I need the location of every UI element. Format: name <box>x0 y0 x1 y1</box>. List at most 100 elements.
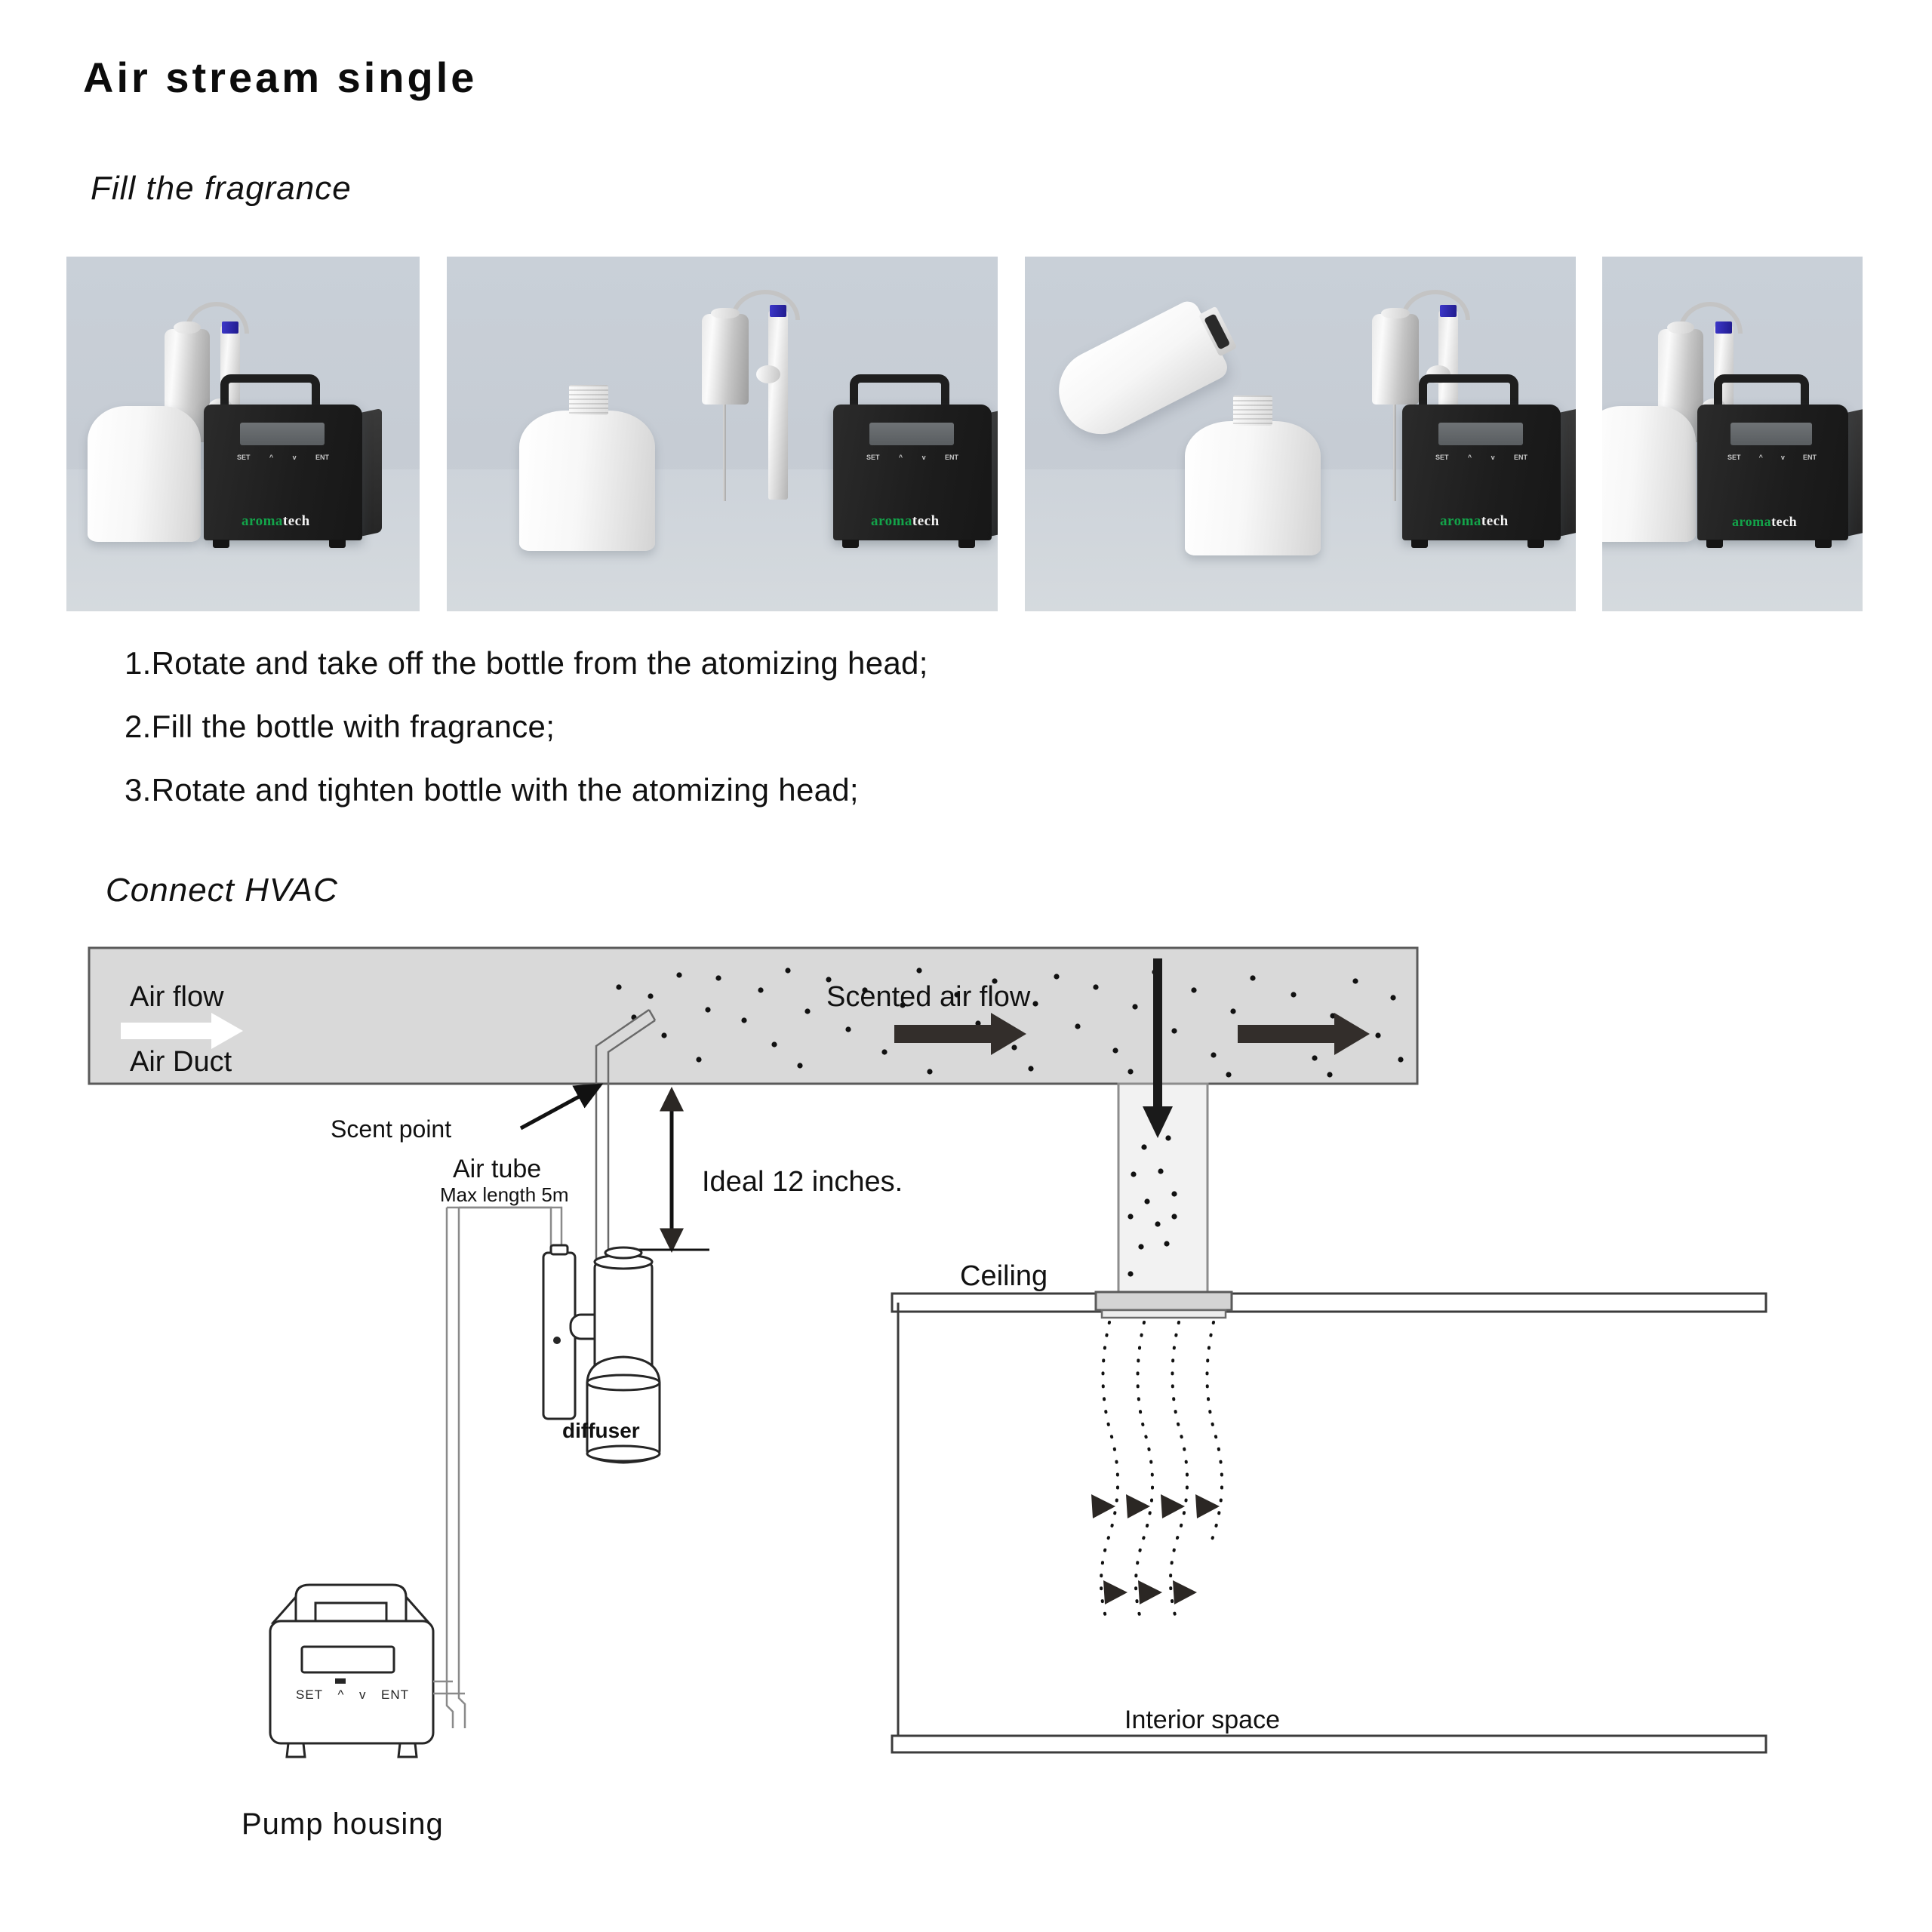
photo-panel-pouring-fragrance: SET ^ v ENT aromatech <box>1025 257 1576 611</box>
pump-tube-connector <box>433 1680 465 1695</box>
ceiling-vent-grille <box>1094 1291 1233 1312</box>
blue-cap-icon <box>1715 321 1732 334</box>
scented-air-arrow-1-icon <box>894 1013 1026 1055</box>
ceiling-slab <box>891 1292 1767 1313</box>
nozzle-down-tube <box>595 1081 610 1262</box>
down-button[interactable]: v <box>1780 454 1785 461</box>
logo-tech: tech <box>282 513 310 529</box>
section-heading-connect-hvac: Connect HVAC <box>106 872 338 909</box>
pump-ent-button[interactable]: ENT <box>381 1687 409 1702</box>
machine-front: SET ^ v ENT aromatech <box>833 405 992 540</box>
blue-cap-icon <box>222 321 238 334</box>
ideal-distance-dimension <box>634 1087 709 1253</box>
down-button[interactable]: v <box>1491 454 1495 461</box>
pump-up-button[interactable]: ^ <box>337 1687 345 1702</box>
label-scent-point: Scent point <box>331 1115 452 1143</box>
head-cap <box>1667 321 1694 334</box>
aromatech-logo: aromatech <box>1440 513 1509 530</box>
atomizing-head <box>696 290 824 516</box>
up-button[interactable]: ^ <box>1467 454 1472 461</box>
pump-set-button[interactable]: SET <box>296 1687 324 1702</box>
set-button[interactable]: SET <box>1727 454 1741 461</box>
up-button[interactable]: ^ <box>1758 454 1763 461</box>
diffuser-machine: SET ^ v ENT aromatech <box>1697 374 1863 548</box>
label-air-tube: Air tube <box>453 1155 542 1183</box>
mist-particles-drop <box>1128 1135 1177 1277</box>
machine-foot-left <box>1706 540 1723 548</box>
lcd-display <box>1438 423 1523 445</box>
label-pump-housing: Pump housing <box>242 1807 444 1841</box>
machine-foot-right <box>1815 540 1832 548</box>
pump-down-button[interactable]: v <box>359 1687 367 1702</box>
ent-button[interactable]: ENT <box>1802 454 1817 461</box>
logo-roma: roma <box>1739 514 1772 529</box>
aromatech-logo: aromatech <box>871 513 940 530</box>
ent-button[interactable]: ENT <box>944 454 958 461</box>
set-button[interactable]: SET <box>1435 454 1449 461</box>
set-button[interactable]: SET <box>237 454 251 461</box>
photo-panel-assembled-diffuser: SET ^ v ENT aromatech <box>66 257 420 611</box>
aromatech-logo: aromatech <box>1732 514 1797 530</box>
logo-a-mark: a <box>1440 513 1447 529</box>
up-button[interactable]: ^ <box>269 454 274 461</box>
diffuser-machine: SET ^ v ENT aromatech <box>833 374 998 548</box>
machine-foot-left <box>213 540 229 548</box>
machine-front: SET ^ v ENT aromatech <box>1697 405 1848 540</box>
bottle-body <box>1185 421 1321 555</box>
down-button[interactable]: v <box>921 454 926 461</box>
machine-button-row: SET ^ v ENT <box>237 454 329 461</box>
blue-cap-icon <box>770 305 786 317</box>
pump-indicator-dot <box>335 1678 346 1684</box>
up-button[interactable]: ^ <box>898 454 903 461</box>
machine-foot-left <box>842 540 859 548</box>
fragrance-bottle <box>1602 391 1696 542</box>
logo-tech: tech <box>1771 514 1798 529</box>
machine-foot-right <box>958 540 975 548</box>
bottle-neck-threads <box>569 385 608 415</box>
receiving-bottle <box>1185 395 1321 555</box>
air-tube-line <box>445 1206 563 1728</box>
photo-strip: SET ^ v ENT aromatech <box>66 257 1863 611</box>
pump-button-row: SET ^ v ENT <box>296 1687 409 1703</box>
head-cap <box>711 308 740 318</box>
lcd-display <box>1730 423 1812 445</box>
machine-foot-left <box>1411 540 1428 548</box>
machine-foot-right <box>1527 540 1544 548</box>
label-max-length: Max length 5m <box>440 1183 569 1206</box>
plume-arrow-heads-icon <box>1091 1494 1220 1604</box>
label-ceiling: Ceiling <box>960 1260 1048 1292</box>
dip-tube <box>1393 405 1396 501</box>
instruction-step-2: 2.Fill the bottle with fragrance; <box>125 709 555 744</box>
logo-tech: tech <box>1481 513 1509 529</box>
logo-a-mark: a <box>242 513 249 529</box>
fragrance-bottle <box>519 385 655 551</box>
machine-front: SET ^ v ENT aromatech <box>204 405 362 540</box>
logo-a-mark: a <box>1732 514 1740 529</box>
down-button[interactable]: v <box>292 454 297 461</box>
down-flow-arrow-icon <box>1143 958 1173 1138</box>
scent-plume-dotted-lines <box>1100 1321 1224 1627</box>
diffuser-line-drawing <box>542 1244 661 1464</box>
ent-button[interactable]: ENT <box>1513 454 1527 461</box>
label-air-flow: Air flow <box>130 981 224 1013</box>
diffuser-machine: SET ^ v ENT aromatech <box>1402 374 1576 548</box>
head-cap <box>1381 308 1410 318</box>
machine-button-row: SET ^ v ENT <box>866 454 958 461</box>
head-knob <box>756 365 780 383</box>
machine-foot-right <box>329 540 346 548</box>
pump-housing-drawing <box>269 1583 435 1758</box>
machine-button-row: SET ^ v ENT <box>1435 454 1527 461</box>
label-diffuser: diffuser <box>562 1419 640 1442</box>
head-canister <box>702 314 749 405</box>
page-title: Air stream single <box>83 54 478 101</box>
set-button[interactable]: SET <box>866 454 880 461</box>
scent-point-nozzle <box>595 1008 657 1081</box>
room-floor <box>891 1734 1767 1754</box>
section-heading-fill-fragrance: Fill the fragrance <box>91 170 352 207</box>
head-canister <box>1372 314 1419 405</box>
ent-button[interactable]: ENT <box>315 454 329 461</box>
logo-tech: tech <box>912 513 940 529</box>
scent-point-leader-line <box>519 1083 604 1131</box>
machine-front: SET ^ v ENT aromatech <box>1402 405 1561 540</box>
